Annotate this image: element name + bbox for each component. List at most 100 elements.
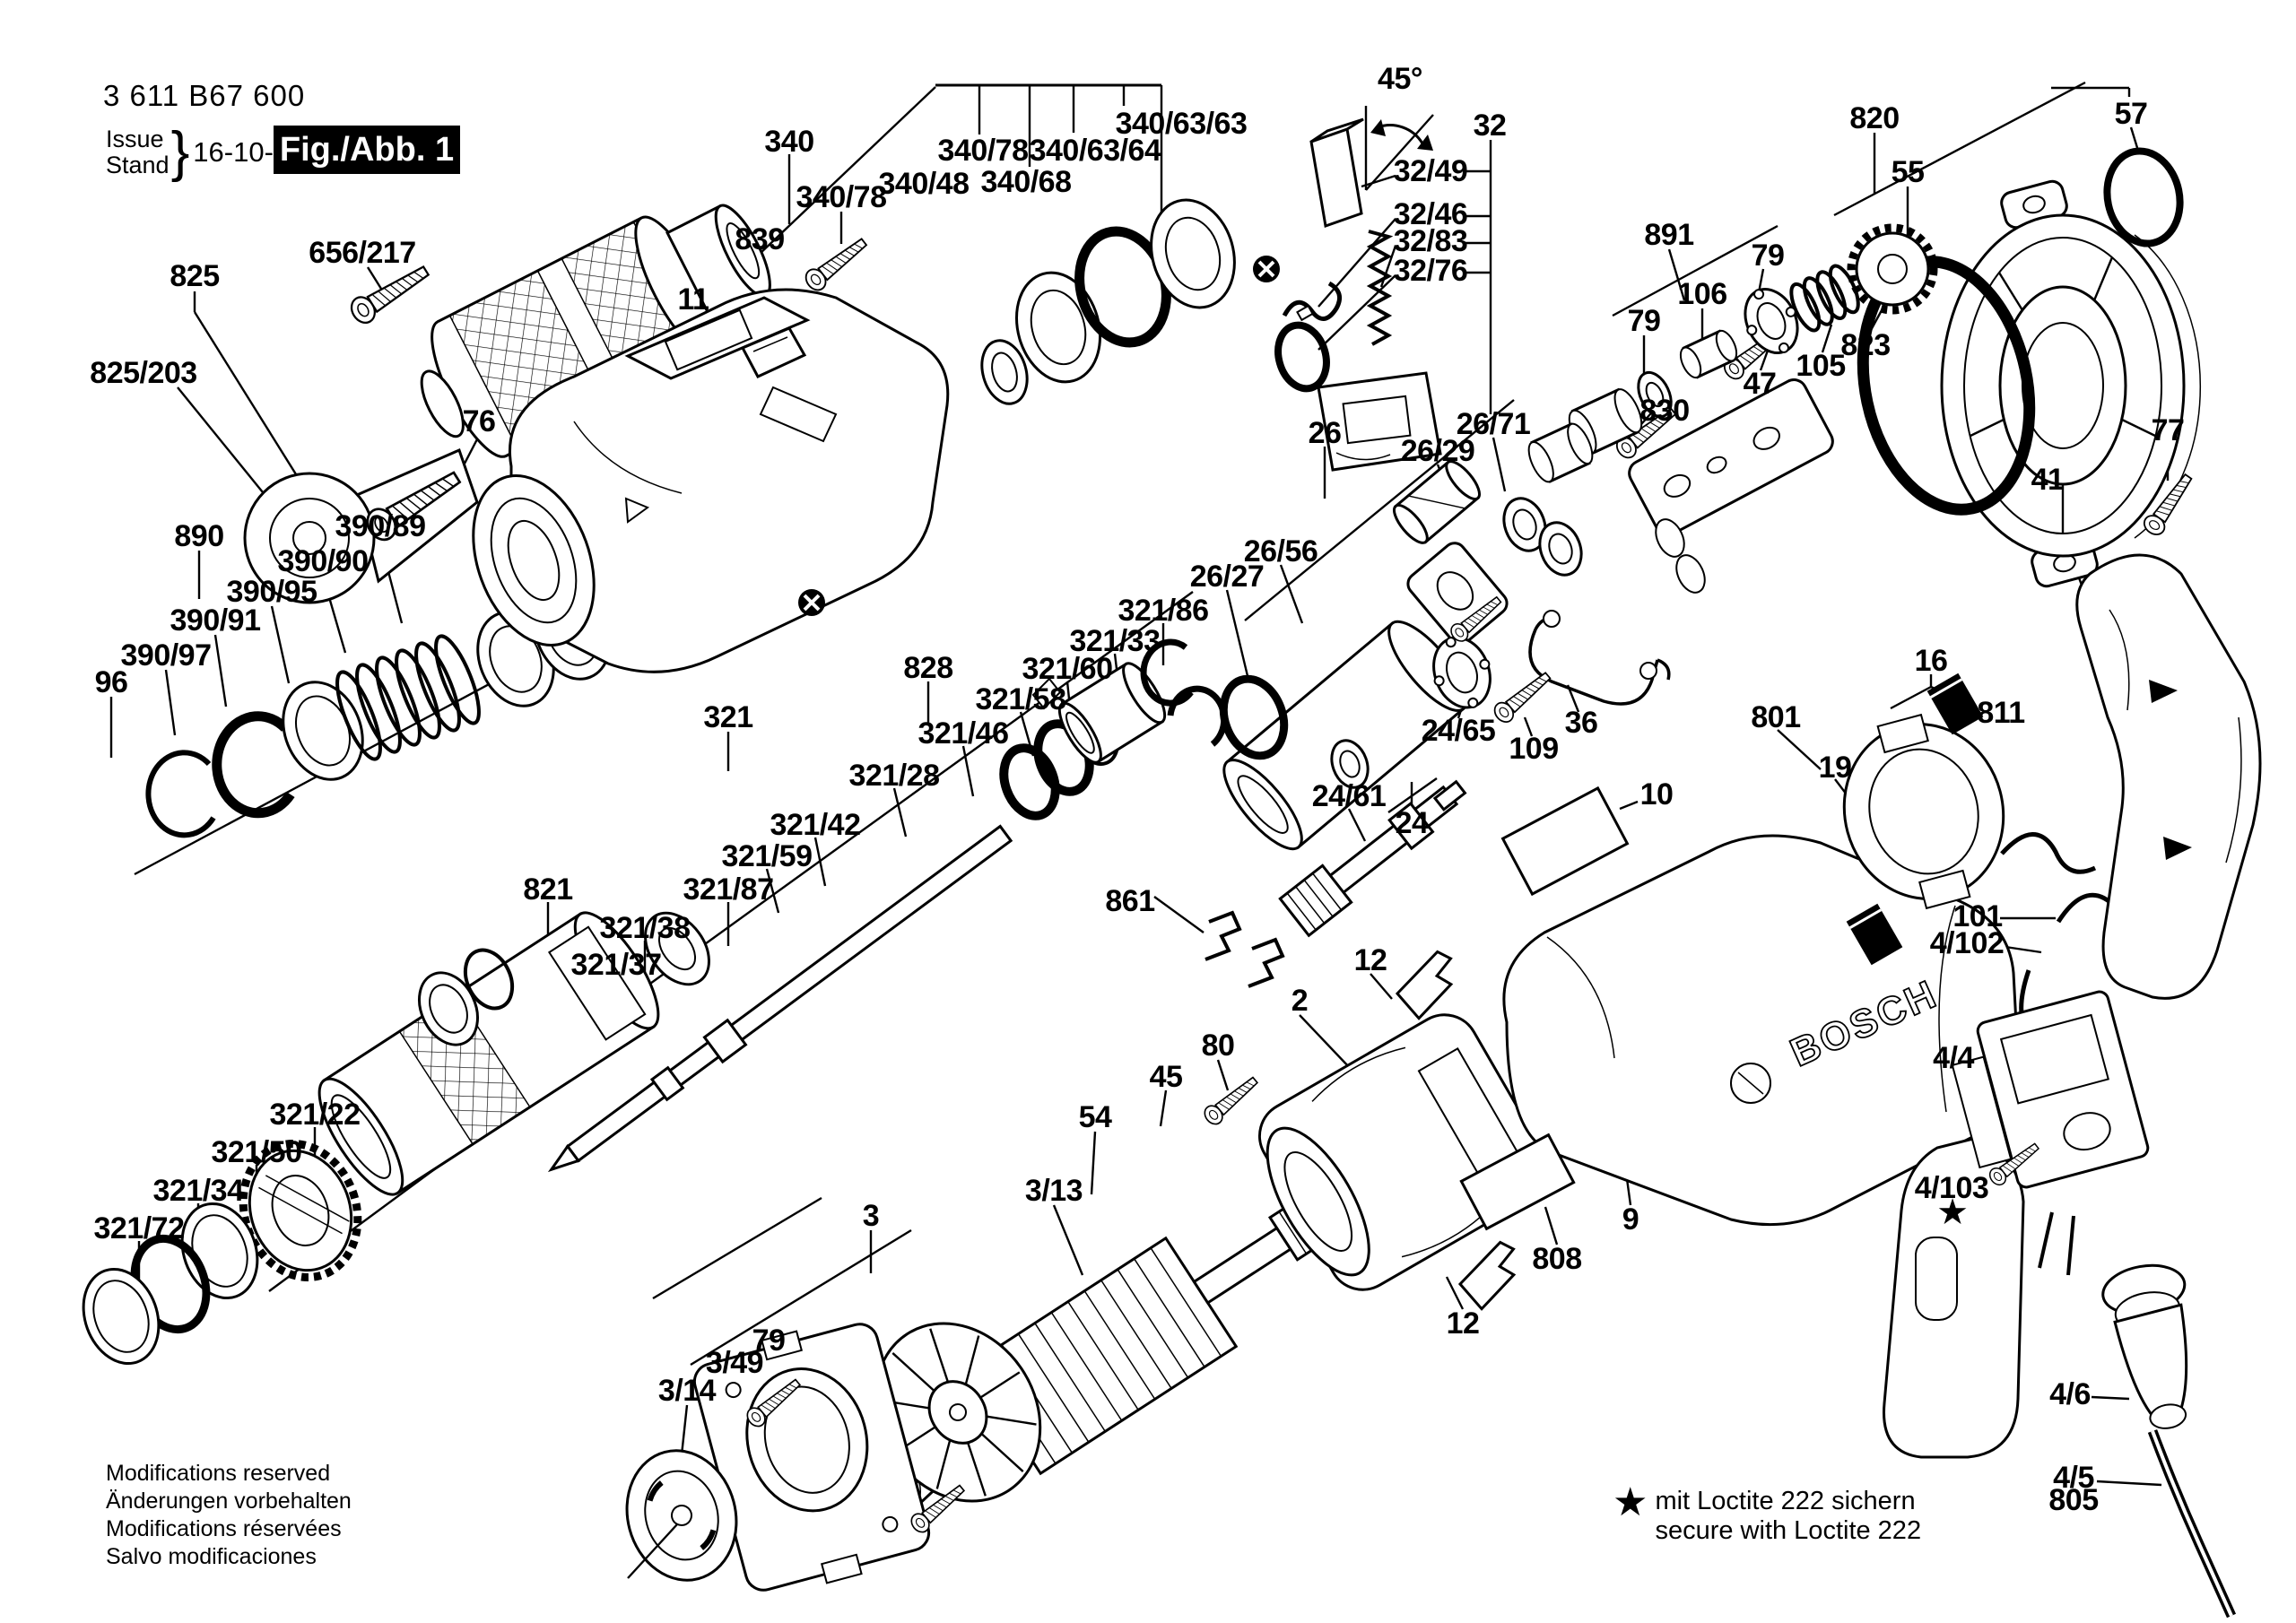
part-label: 11 bbox=[677, 282, 709, 317]
part-label: 390/89 bbox=[335, 509, 427, 543]
modifications-note-line: Modifications reserved bbox=[106, 1461, 331, 1486]
issue-label: Issue bbox=[106, 125, 164, 152]
part-label: 45° bbox=[1378, 62, 1422, 96]
part-label: 321/59 bbox=[721, 839, 813, 873]
modifications-note-line: Modifications réservées bbox=[106, 1516, 342, 1541]
part-label: 321/37 bbox=[570, 948, 663, 982]
part-label: 26/56 bbox=[1243, 534, 1318, 568]
striker-shaft-cluster bbox=[547, 638, 1228, 1173]
part-label: 340/78 bbox=[796, 180, 888, 214]
part-label: 321/50 bbox=[211, 1135, 303, 1169]
switch-and-cord-cluster bbox=[1951, 990, 2237, 1619]
part-label: 4/4 bbox=[1933, 1041, 1974, 1075]
part-label: 340/68 bbox=[980, 165, 1073, 199]
part-label: 805 bbox=[2048, 1483, 2099, 1517]
part-label: 79 bbox=[1627, 304, 1661, 338]
part-label: 12 bbox=[1446, 1306, 1480, 1341]
part-label: 340/48 bbox=[878, 167, 970, 201]
part-label: 32/83 bbox=[1393, 224, 1468, 258]
carbon-brush-cluster bbox=[1253, 117, 1442, 472]
part-label: 340/78 bbox=[937, 134, 1030, 168]
intermediate-shaft-cluster bbox=[1527, 223, 1938, 594]
part-label: 101 bbox=[1952, 899, 2003, 933]
part-label: 26/27 bbox=[1189, 560, 1265, 594]
part-label: 656/217 bbox=[309, 236, 416, 270]
part-label: 4/102 bbox=[1929, 926, 2005, 960]
part-label: 3/14 bbox=[657, 1374, 717, 1408]
bearing-flange-820 bbox=[1857, 147, 2201, 588]
part-label: 830 bbox=[1639, 394, 1690, 428]
part-label: 811 bbox=[1977, 696, 2025, 730]
part-label: 321 bbox=[703, 700, 753, 734]
document-part-number: 3 611 B67 600 bbox=[103, 79, 306, 112]
part-label: 321/87 bbox=[683, 872, 775, 907]
handle-shell bbox=[2075, 553, 2262, 1000]
part-label: 79 bbox=[1751, 239, 1785, 273]
loctite-note-line: mit Loctite 222 sichern bbox=[1655, 1487, 1916, 1515]
gear-housing bbox=[472, 288, 950, 673]
part-label: 57 bbox=[2114, 97, 2148, 131]
gear-shaft-cluster-24 bbox=[1278, 610, 1671, 938]
part-label: 321/28 bbox=[848, 759, 941, 793]
part-label: 24 bbox=[1395, 806, 1429, 840]
bearing-plate-cluster bbox=[625, 1323, 931, 1592]
part-label: 4/5 bbox=[2053, 1461, 2094, 1495]
part-label: 32 bbox=[1473, 108, 1507, 143]
part-label: 390/91 bbox=[170, 603, 262, 638]
part-label: 9 bbox=[1622, 1202, 1639, 1237]
part-label: 109 bbox=[1509, 732, 1559, 766]
part-label: 390/95 bbox=[226, 575, 318, 609]
part-label: 2 bbox=[1291, 984, 1309, 1018]
part-label: 26 bbox=[1308, 416, 1342, 450]
angle-45-marker bbox=[1370, 119, 1433, 151]
part-label: 45 bbox=[1149, 1060, 1183, 1094]
part-label: 54 bbox=[1078, 1100, 1112, 1134]
part-label: 340 bbox=[764, 125, 814, 159]
clip-set-861 bbox=[1205, 910, 1285, 988]
part-label: 24/65 bbox=[1421, 714, 1496, 748]
loctite-note-line: secure with Loctite 222 bbox=[1655, 1516, 1922, 1545]
star-icon: ★ bbox=[1613, 1480, 1648, 1524]
part-label: 321/72 bbox=[93, 1211, 186, 1245]
part-label: 105 bbox=[1796, 349, 1846, 383]
part-label: 321/38 bbox=[599, 911, 691, 945]
part-label: 16 bbox=[1914, 644, 1948, 678]
part-label: 32/46 bbox=[1393, 197, 1468, 231]
part-label: 26/71 bbox=[1456, 407, 1531, 441]
part-label: 55 bbox=[1891, 155, 1925, 189]
modifications-note-line: Änderungen vorbehalten bbox=[106, 1488, 352, 1514]
part-label: 321/22 bbox=[269, 1098, 361, 1132]
part-label: 390/90 bbox=[277, 544, 370, 578]
part-label: 340/63/63 bbox=[1115, 107, 1248, 141]
brace-glyph: } bbox=[170, 121, 190, 183]
part-label: 3 bbox=[862, 1199, 880, 1233]
part-label: 321/86 bbox=[1118, 594, 1210, 628]
part-label: 19 bbox=[1818, 751, 1852, 785]
part-label: 321/60 bbox=[1022, 652, 1114, 686]
figure-title-box: Fig./Abb. 1 bbox=[274, 126, 460, 174]
part-label: 4/103 bbox=[1914, 1171, 1989, 1205]
part-label: 891 bbox=[1644, 218, 1694, 252]
ring-set-340 bbox=[980, 198, 1236, 405]
part-label: 390/97 bbox=[120, 638, 213, 673]
chuck-assembly bbox=[420, 204, 771, 458]
part-label: 321/34 bbox=[152, 1174, 245, 1208]
field-stator-cluster bbox=[1257, 950, 1550, 1311]
part-label: 828 bbox=[903, 651, 953, 685]
part-label: 321/46 bbox=[918, 716, 1010, 751]
part-label: 106 bbox=[1677, 277, 1727, 311]
part-label: 820 bbox=[1849, 101, 1900, 135]
part-label: 821 bbox=[523, 872, 573, 907]
part-label: 3/49 bbox=[705, 1346, 764, 1380]
slider-839 bbox=[740, 326, 807, 378]
part-label: 825 bbox=[170, 259, 220, 293]
part-label: 861 bbox=[1105, 884, 1155, 918]
part-label: 3/13 bbox=[1024, 1174, 1083, 1208]
part-label: 801 bbox=[1751, 700, 1801, 734]
part-label: 340/63/64 bbox=[1029, 134, 1161, 168]
part-label: 823 bbox=[1840, 328, 1891, 362]
